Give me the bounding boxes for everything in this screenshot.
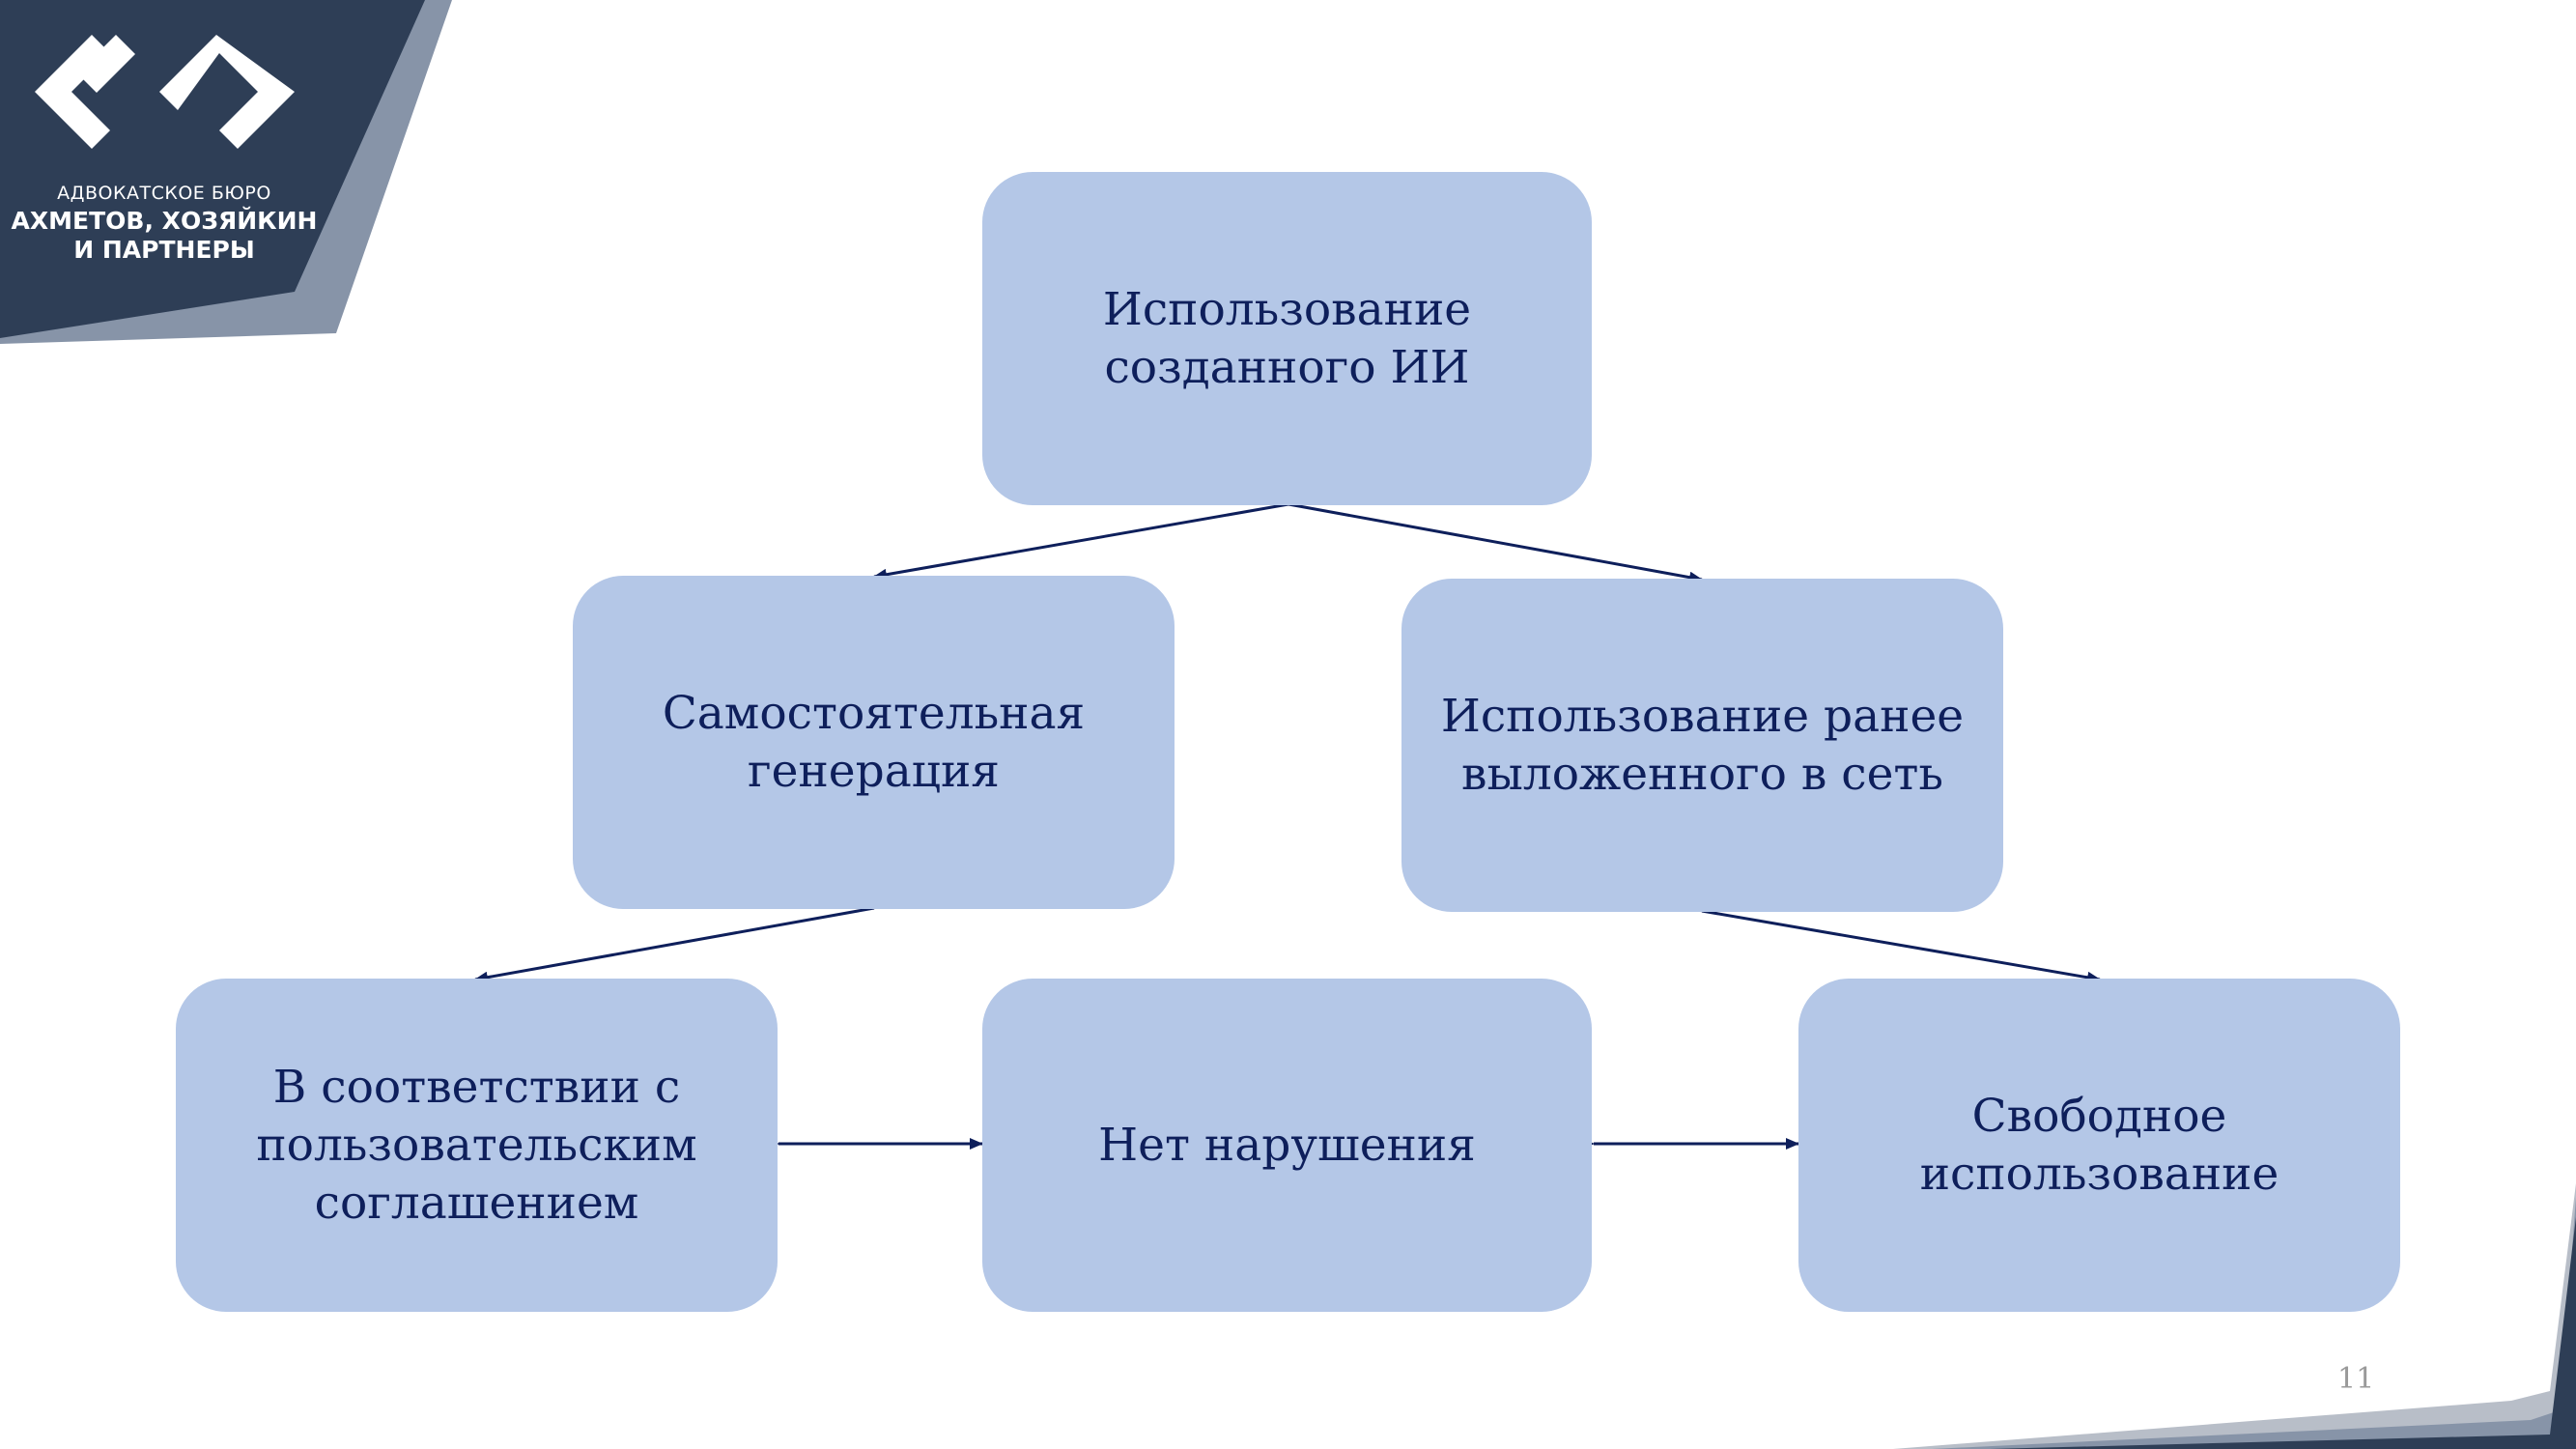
logo-name-line2: И ПАРТНЕРЫ bbox=[73, 236, 255, 264]
node-self-generation: Самостоятельная генерация bbox=[573, 576, 1175, 909]
arrow-root-to-previously-posted bbox=[1288, 502, 1703, 583]
arrow-root-to-self-generation bbox=[873, 502, 1289, 581]
node-root: Использование созданного ИИ bbox=[982, 172, 1592, 505]
page-number: 11 bbox=[2337, 1362, 2375, 1396]
node-user-agreement-label: В соответствии с пользовательским соглаш… bbox=[256, 1060, 697, 1230]
node-free-use: Свободное использование bbox=[1798, 979, 2400, 1312]
logo-background bbox=[0, 0, 452, 344]
node-root-label: Использование созданного ИИ bbox=[1102, 282, 1472, 394]
arrow-self-generation-to-user-agreement bbox=[474, 906, 875, 983]
node-free-use-label: Свободное использование bbox=[1919, 1089, 2279, 1201]
company-logo: АДВОКАТСКОЕ БЮРО АХМЕТОВ, ХОЗЯЙКИН И ПАР… bbox=[0, 0, 454, 348]
logo-subtitle: АДВОКАТСКОЕ БЮРО bbox=[57, 183, 271, 204]
node-no-violation-label: Нет нарушения bbox=[1098, 1118, 1476, 1172]
node-no-violation: Нет нарушения bbox=[982, 979, 1592, 1312]
logo-mark-icon bbox=[35, 35, 295, 149]
node-self-generation-label: Самостоятельная генерация bbox=[662, 686, 1086, 798]
logo-name-line1: АХМЕТОВ, ХОЗЯЙКИН bbox=[11, 207, 318, 235]
node-previously-posted-label: Использование ранее выложенного в сеть bbox=[1440, 689, 1965, 801]
node-user-agreement: В соответствии с пользовательским соглаш… bbox=[176, 979, 778, 1312]
node-previously-posted: Использование ранее выложенного в сеть bbox=[1401, 579, 2003, 912]
arrow-previously-posted-to-free-use bbox=[1701, 909, 2101, 983]
